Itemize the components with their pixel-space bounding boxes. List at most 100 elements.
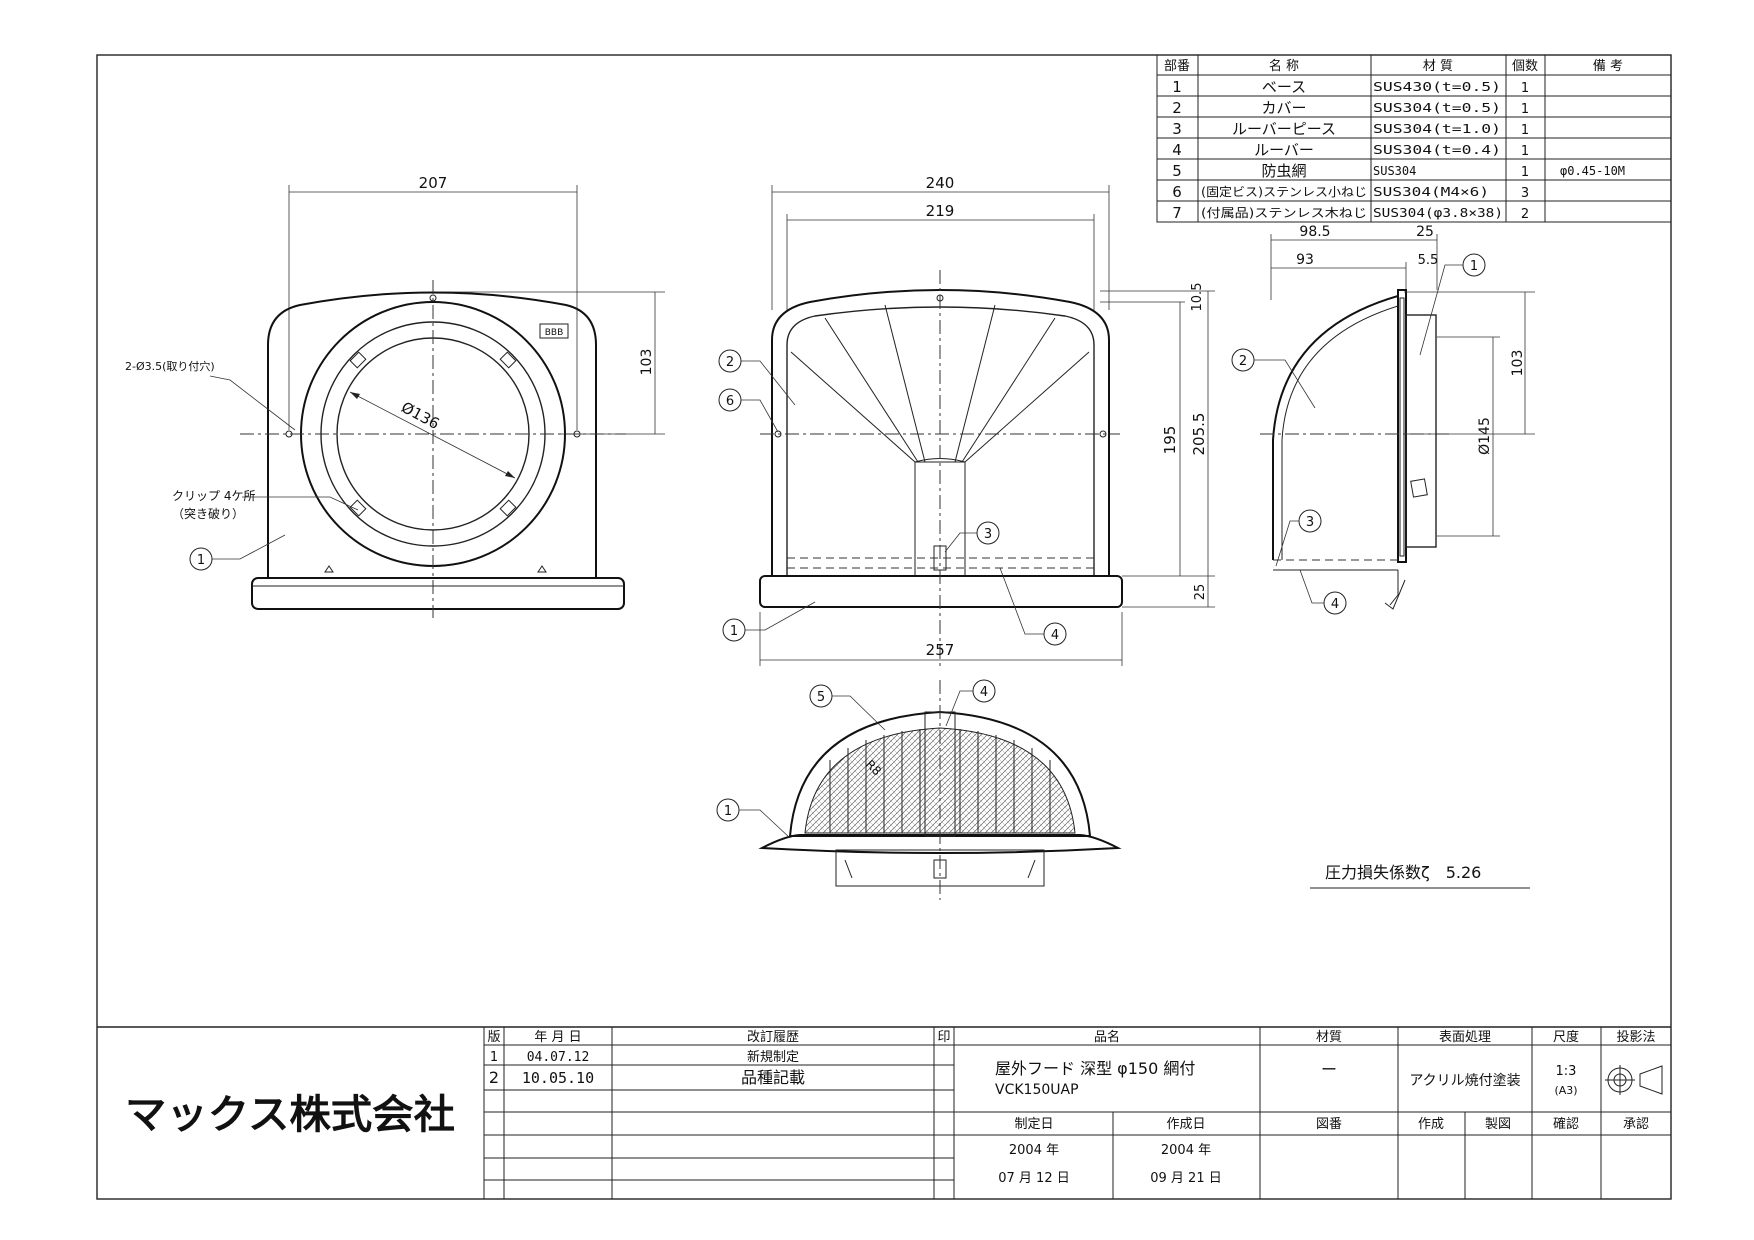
parts-row-note: φ0.45-10M [1560, 164, 1625, 178]
scale-label: 尺度 [1553, 1029, 1579, 1045]
mid-dim-bottom: 257 [926, 641, 955, 659]
product-label: 品名 [1094, 1029, 1120, 1045]
scale-paper: (A3) [1554, 1084, 1577, 1097]
svg-text:2: 2 [726, 355, 734, 370]
parts-row-name: ルーバー [1254, 141, 1314, 159]
front-clip-note-1: クリップ 4ケ所 [172, 489, 255, 503]
pressure-loss-note: 圧力損失係数ζ 5.26 [1325, 863, 1481, 882]
created-date-year: 2004 年 [1161, 1143, 1211, 1158]
svg-text:1: 1 [1470, 259, 1478, 274]
parts-row-no: 6 [1172, 183, 1182, 201]
made-date-md: 07 月 12 日 [998, 1171, 1069, 1186]
rev-row-ver: 1 [490, 1050, 498, 1065]
mid-dim-2055: 205.5 [1190, 413, 1208, 456]
parts-row-qty: 1 [1521, 81, 1529, 96]
rev-header-stamp: 印 [937, 1030, 950, 1045]
rev-row-desc: 品種記載 [741, 1068, 805, 1087]
product-name: 屋外フード 深型 φ150 網付 [995, 1059, 1195, 1078]
side-dim-55: 5.5 [1418, 253, 1439, 268]
svg-text:6: 6 [726, 394, 734, 409]
svg-text:2: 2 [1239, 354, 1247, 369]
drafter-label: 製図 [1485, 1117, 1511, 1132]
parts-header-material: 材 質 [1423, 59, 1453, 74]
approve-label: 承認 [1623, 1116, 1649, 1132]
title-block: 版 年 月 日 改訂履歴 印 1 04.07.12 新規制定 2 10.05.1… [97, 1026, 1671, 1199]
projection-symbol [1605, 1065, 1663, 1095]
svg-text:5: 5 [817, 690, 825, 705]
middle-view: 240 219 10 [718, 174, 1215, 670]
parts-row-material: SUS304(φ3.8×38) [1373, 206, 1503, 220]
drawing-no-label: 図番 [1316, 1117, 1342, 1132]
side-flange [1397, 289, 1407, 563]
parts-row-material: SUS304(t=1.0) [1373, 122, 1501, 136]
finish-value: アクリル焼付塗装 [1409, 1072, 1520, 1089]
parts-row-no: 4 [1172, 141, 1182, 159]
rev-row-date: 10.05.10 [522, 1069, 594, 1087]
parts-row-no: 2 [1172, 99, 1182, 117]
parts-row-material: SUS304(t=0.4) [1373, 143, 1501, 157]
svg-text:3: 3 [1306, 515, 1314, 530]
parts-row-name: カバー [1261, 99, 1306, 117]
finish-label: 表面処理 [1439, 1030, 1491, 1045]
parts-row-qty: 1 [1521, 144, 1529, 159]
parts-row-material: SUS304(t=0.5) [1373, 101, 1501, 115]
parts-header-no: 部番 [1164, 59, 1190, 74]
rev-row-ver: 2 [489, 1068, 499, 1087]
parts-row-no: 1 [1172, 78, 1182, 96]
front-dim-diameter: Ø136 [398, 398, 442, 433]
parts-row-name: (固定ビス)ステンレス小ねじ [1201, 184, 1367, 199]
parts-header-name: 名 称 [1269, 58, 1299, 74]
made-date-label: 制定日 [1014, 1117, 1053, 1132]
drawing-frame [96, 54, 1672, 1200]
mid-base-flange [759, 575, 1123, 608]
front-dim-width: 207 [419, 174, 448, 192]
svg-text:1: 1 [197, 553, 205, 568]
parts-row-qty: 1 [1521, 102, 1529, 117]
parts-row-material: SUS304(M4×6) [1373, 185, 1489, 199]
front-dim-height: 103 [639, 349, 655, 376]
side-dim-985: 98.5 [1299, 224, 1330, 240]
parts-header-qty: 個数 [1512, 59, 1538, 74]
made-date-year: 2004 年 [1009, 1143, 1059, 1158]
material-label: 材質 [1316, 1030, 1342, 1045]
check-label: 確認 [1553, 1116, 1579, 1132]
created-date-label: 作成日 [1166, 1117, 1205, 1132]
bottom-view: R8 5 4 1 [716, 679, 1122, 900]
parts-row-name: (付属品)ステンレス木ねじ [1201, 206, 1367, 220]
side-duct [1405, 314, 1437, 548]
material-value: ー [1321, 1060, 1337, 1079]
projection-label: 投影法 [1616, 1029, 1655, 1045]
rev-header-date: 年 月 日 [534, 1030, 581, 1045]
parts-row-name: ベース [1262, 78, 1306, 96]
product-code: VCK150UAP [995, 1082, 1079, 1098]
side-dim-103: 103 [1510, 350, 1526, 377]
svg-text:4: 4 [1331, 597, 1339, 612]
parts-row-name: 防虫網 [1261, 162, 1306, 180]
scale-value: 1:3 [1556, 1064, 1577, 1079]
mid-dim-outer: 240 [926, 174, 955, 192]
svg-text:1: 1 [724, 804, 732, 819]
side-dome-profile [1272, 295, 1399, 560]
mid-hood-outline [771, 289, 1110, 576]
parts-table: 部番 名 称 材 質 個数 備 考 1 ベース SUS430(t=0.5) 1 … [1156, 54, 1672, 223]
parts-row-no: 5 [1172, 162, 1182, 180]
parts-row-no: 7 [1172, 204, 1182, 222]
svg-text:3: 3 [984, 527, 992, 542]
parts-row-name: ルーバーピース [1232, 120, 1336, 138]
side-dim-25: 25 [1416, 224, 1434, 240]
created-date-md: 09 月 21 日 [1150, 1171, 1221, 1186]
mid-dim-top: 10.5 [1190, 283, 1205, 312]
parts-row-qty: 1 [1521, 123, 1529, 138]
rev-header-desc: 改訂履歴 [747, 1029, 799, 1045]
parts-row-qty: 2 [1521, 207, 1529, 222]
front-clip-note-2: （突き破り） [172, 506, 244, 521]
front-badge: BBB [545, 328, 564, 338]
parts-header-note: 備 考 [1593, 58, 1623, 74]
parts-row-material: SUS304 [1373, 164, 1416, 178]
parts-row-qty: 3 [1521, 186, 1529, 201]
mid-dim-25: 25 [1193, 584, 1208, 601]
front-view: 207 103 Ø136 BBB [125, 174, 665, 618]
company-logo: マックス株式会社 [125, 1092, 455, 1138]
author-label: 作成 [1418, 1117, 1444, 1132]
front-hole-note: 2-Ø3.5(取り付穴) [125, 359, 215, 373]
